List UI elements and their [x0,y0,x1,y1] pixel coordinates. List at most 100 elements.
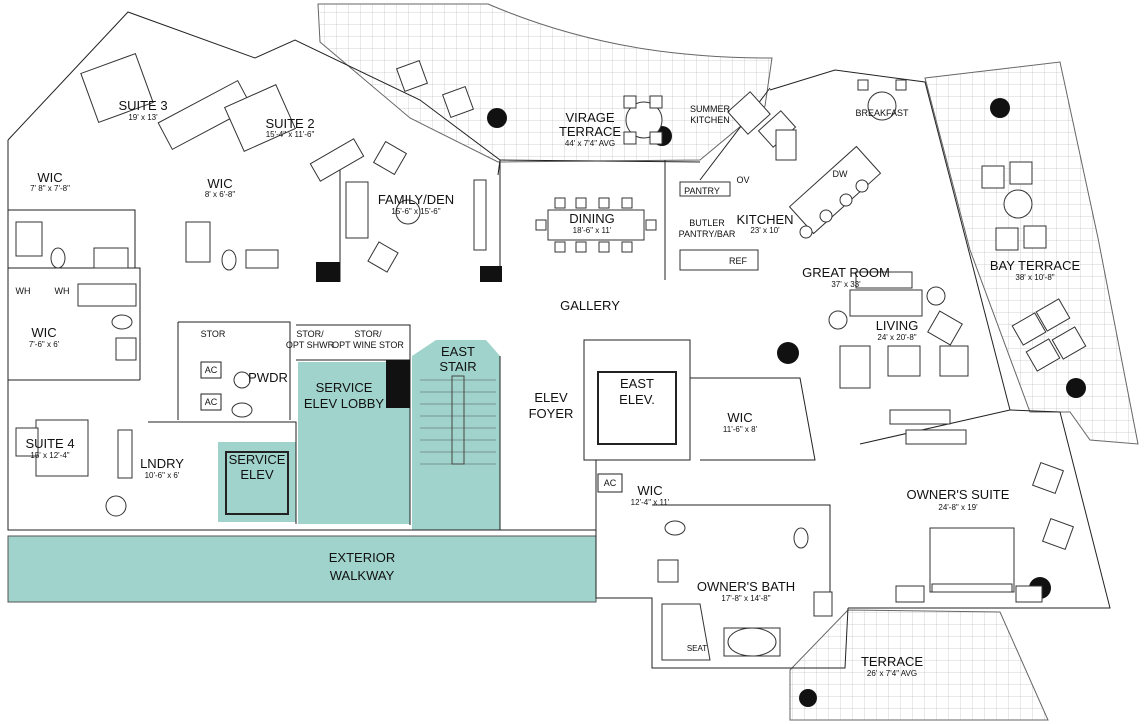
exterior-walkway-area [7,535,597,603]
svg-text:OWNER'S BATH: OWNER'S BATH [697,579,795,594]
svg-text:FAMILY/DEN: FAMILY/DEN [378,192,454,207]
svg-text:24'-8" x 19': 24'-8" x 19' [938,503,978,512]
label-owners-bath: OWNER'S BATH 17'-8" x 14'-8" [697,579,795,603]
svg-text:7' 8" x 7'-8": 7' 8" x 7'-8" [30,184,70,193]
kitchen-island [727,91,882,239]
svg-text:10'-6" x 6': 10'-6" x 6' [145,471,180,480]
label-ac-3: AC [604,478,617,488]
bath-fixtures [15,221,833,661]
label-suite4: SUITE 4 15' x 12'-4" [25,436,74,460]
svg-text:24' x 20'-8": 24' x 20'-8" [877,333,916,342]
label-ac-2: AC [205,397,218,407]
service-elev-area [218,442,296,522]
svg-text:TERRACE: TERRACE [861,654,923,669]
svg-text:EAST: EAST [441,344,475,359]
kitchen-counters [679,129,797,271]
svg-text:SUITE 4: SUITE 4 [25,436,74,451]
svg-text:OPT WINE STOR: OPT WINE STOR [332,340,404,350]
breakfast-table [857,79,907,121]
label-service-elev: SERVICE ELEV [229,452,286,482]
label-breakfast: BREAKFAST [855,108,909,118]
label-ov: OV [736,175,749,185]
svg-text:OWNER'S SUITE: OWNER'S SUITE [907,487,1010,502]
svg-text:26' x 7'4" AVG: 26' x 7'4" AVG [867,669,917,678]
label-wh-1: WH [16,286,31,296]
owners-suite-bed [895,461,1075,603]
label-owners-suite: OWNER'S SUITE 24'-8" x 19' [907,487,1010,512]
svg-text:FOYER: FOYER [529,406,574,421]
svg-text:44' x 7'4" AVG: 44' x 7'4" AVG [565,139,615,148]
living-furniture [828,271,969,445]
virage-terrace-table [395,59,663,145]
family-sofa [345,140,487,273]
label-pwdr: PWDR [248,370,288,385]
label-ac-1: AC [205,365,218,375]
ac-units: AC AC AC [200,361,623,493]
label-family-den: FAMILY/DEN 15'-6" x 15'-6" [378,192,454,216]
svg-text:18'-6" x 11': 18'-6" x 11' [573,226,612,235]
svg-text:WIC: WIC [37,170,62,185]
svg-text:EXTERIOR: EXTERIOR [329,550,395,565]
label-pantry: PANTRY [684,186,720,196]
svg-text:7'-6" x 6': 7'-6" x 6' [29,340,60,349]
suite2-bed [223,84,365,182]
label-stor-opt-shwr: STOR/ OPT SHWR [286,329,335,350]
suite3-bed [80,53,253,151]
label-butler-pantry: BUTLER PANTRY/BAR [679,218,736,239]
svg-text:WIC: WIC [207,176,232,191]
svg-text:WALKWAY: WALKWAY [330,568,395,583]
east-stair-area [412,340,500,530]
svg-text:15' x 12'-4": 15' x 12'-4" [30,451,69,460]
svg-text:PANTRY/BAR: PANTRY/BAR [679,229,736,239]
label-gallery: GALLERY [560,298,620,313]
svg-text:SERVICE: SERVICE [316,380,373,395]
svg-text:23' x 10': 23' x 10' [750,226,780,235]
svg-text:WIC: WIC [637,483,662,498]
svg-text:SUITE 3: SUITE 3 [118,98,167,113]
svg-text:LIVING: LIVING [876,318,919,333]
label-ref: REF [729,256,748,266]
svg-text:KITCHEN: KITCHEN [736,212,793,227]
svg-text:38' x 10'-8": 38' x 10'-8" [1015,273,1054,282]
label-wic-suite3: WIC 7' 8" x 7'-8" [30,170,70,193]
label-dining: DINING 18'-6" x 11' [569,211,615,235]
exterior-walls [7,11,1111,669]
svg-text:37' x 33': 37' x 33' [831,280,861,289]
label-wh-2: WH [55,286,70,296]
svg-text:KITCHEN: KITCHEN [690,115,730,125]
svg-text:11'-6" x 8': 11'-6" x 8' [723,425,758,434]
label-service-elev-lobby: SERVICE ELEV LOBBY [304,380,385,411]
svg-text:WIC: WIC [31,325,56,340]
svg-text:GREAT ROOM: GREAT ROOM [802,265,890,280]
svg-text:SUMMER: SUMMER [690,104,730,114]
small-terrace-area [789,609,1049,721]
bay-terrace-area [924,61,1139,445]
stair-treads [420,375,496,465]
svg-text:8' x 6'-8": 8' x 6'-8" [205,190,236,199]
label-elev-foyer: ELEV FOYER [529,390,574,421]
svg-text:SUITE 2: SUITE 2 [265,116,314,131]
bay-terrace-chairs [981,161,1087,372]
svg-text:12'-4" x 11': 12'-4" x 11' [631,498,670,507]
svg-text:17'-8" x 14'-8": 17'-8" x 14'-8" [721,594,770,603]
structural-columns [316,98,1086,707]
elevator-cabs [225,371,677,515]
label-exterior-walkway: EXTERIOR WALKWAY [329,550,395,583]
label-wic-bath: WIC 12'-4" x 11' [631,483,670,507]
svg-text:STOR/: STOR/ [296,329,324,339]
svg-text:BAY TERRACE: BAY TERRACE [990,258,1081,273]
svg-text:EAST: EAST [620,376,654,391]
label-summer-kitchen: SUMMER KITCHEN [690,104,730,125]
svg-text:ELEV LOBBY: ELEV LOBBY [304,396,385,411]
label-great-room: GREAT ROOM 37' x 33' [802,265,890,289]
label-virage-terrace: VIRAGE TERRACE 44' x 7'4" AVG [559,110,621,148]
svg-text:STAIR: STAIR [439,359,476,374]
svg-text:ELEV: ELEV [534,390,568,405]
interior-walls [8,87,831,598]
label-dw: DW [833,169,848,179]
label-wic-suite2: WIC 8' x 6'-8" [205,176,236,199]
svg-text:ELEV: ELEV [240,467,274,482]
label-stor: STOR [201,329,226,339]
svg-text:LNDRY: LNDRY [140,456,184,471]
